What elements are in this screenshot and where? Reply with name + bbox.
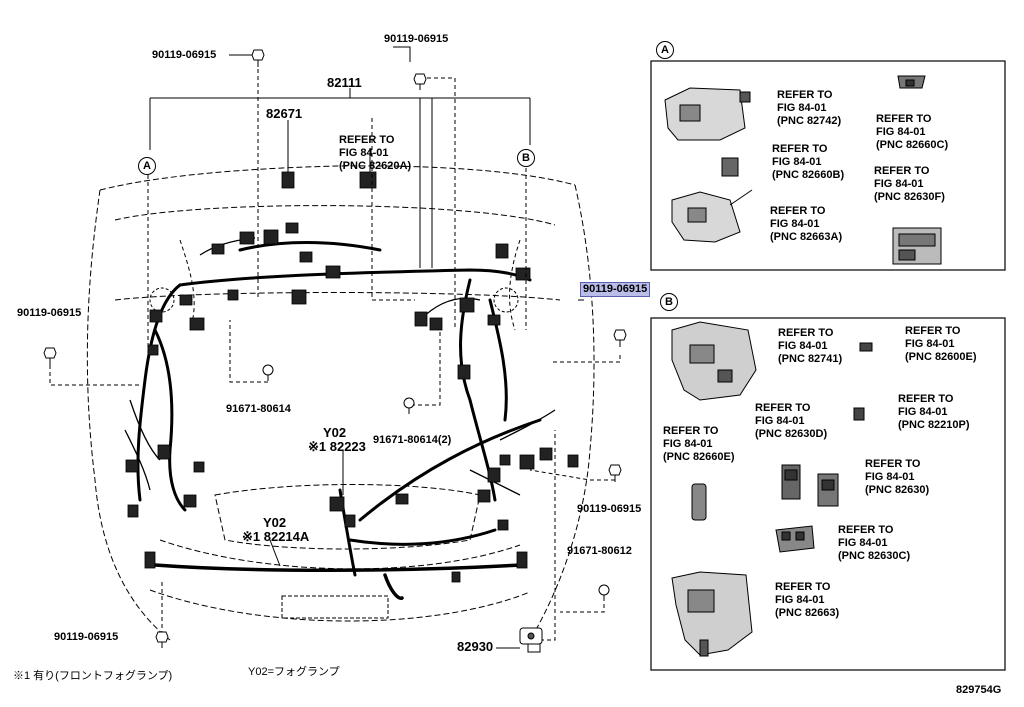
bolt-icon-top-mid: [413, 73, 427, 90]
footnote-fog-option: ※1 有り(フロントフォグランプ): [13, 670, 173, 682]
panel-a-label: A: [656, 41, 674, 59]
relay-82660e: [691, 483, 707, 521]
part-number-fog-lower[interactable]: ※1 82214A: [242, 529, 310, 544]
part-number-harness-main[interactable]: 82111: [327, 75, 362, 90]
hood-outline: [99, 165, 576, 191]
part-number-bolt-right-lower[interactable]: 90119-06915: [577, 503, 642, 515]
panel-b-label: B: [660, 293, 678, 311]
bumper-lower-outline: [149, 589, 531, 622]
part-number-fog-upper[interactable]: ※1 82223: [308, 439, 366, 454]
part-number-clip-right[interactable]: 91671-80612: [567, 545, 632, 557]
relay-block-82741: [671, 321, 757, 401]
clip-icon-mid: [403, 397, 415, 414]
clip-icon-right: [598, 584, 610, 601]
radiator-outline: [214, 483, 481, 550]
panel-b-border: [650, 317, 1006, 671]
fuse-box-82630f: [892, 227, 942, 265]
relay-82630c: [775, 525, 815, 553]
figure-id: 829754G: [956, 684, 1002, 696]
clip-82660c: [897, 75, 926, 89]
fog-code-lower: Y02: [263, 515, 287, 530]
bolt-icon-right-lower: [608, 464, 622, 482]
part-number-clip-left[interactable]: 91671-80614: [226, 403, 291, 415]
part-number-bolt-top-left[interactable]: 90119-06915: [152, 49, 217, 61]
part-number-bolt-bottom-left[interactable]: 90119-06915: [54, 631, 119, 643]
sensor-82930: [519, 627, 543, 653]
callout-a[interactable]: A: [138, 157, 156, 175]
clip-icon-left: [262, 364, 274, 381]
part-number-82671[interactable]: 82671: [266, 106, 303, 121]
harness-main-line: [178, 268, 532, 287]
relay-block-82742: [664, 87, 751, 141]
part-number-bolt-right-selected[interactable]: 90119-06915: [579, 282, 651, 297]
relay-82600e: [859, 342, 873, 352]
license-plate: [281, 595, 389, 619]
bolt-icon-right: [613, 329, 627, 347]
part-number-82930[interactable]: 82930: [457, 639, 494, 654]
body-right-outline: [529, 184, 595, 641]
fog-code-upper: Y02: [323, 425, 347, 440]
part-number-clip-mid[interactable]: 91671-80614(2): [373, 434, 452, 446]
block-82663a: [671, 189, 753, 243]
footnote-y02-legend: Y02=フォグランプ: [248, 666, 340, 678]
relay-82660b: [721, 157, 739, 177]
body-left-outline: [86, 189, 171, 641]
part-number-bolt-left[interactable]: 90119-06915: [17, 307, 82, 319]
relay-82210p: [853, 407, 865, 421]
fuse-box-82663: [671, 571, 753, 657]
bolt-icon-left: [43, 347, 57, 365]
fog-harness-line: [153, 563, 522, 572]
callout-b[interactable]: B: [517, 149, 535, 167]
part-number-bolt-top-mid[interactable]: 90119-06915: [384, 33, 449, 45]
bolt-icon-bottom-left: [155, 631, 169, 648]
bumper-outline: [159, 539, 521, 570]
panel-a-border: [650, 60, 1006, 271]
relay-82630d: [781, 464, 801, 500]
cowl-outline: [114, 205, 556, 226]
relay-82630: [817, 473, 839, 507]
bolt-icon-top-left: [251, 49, 265, 67]
